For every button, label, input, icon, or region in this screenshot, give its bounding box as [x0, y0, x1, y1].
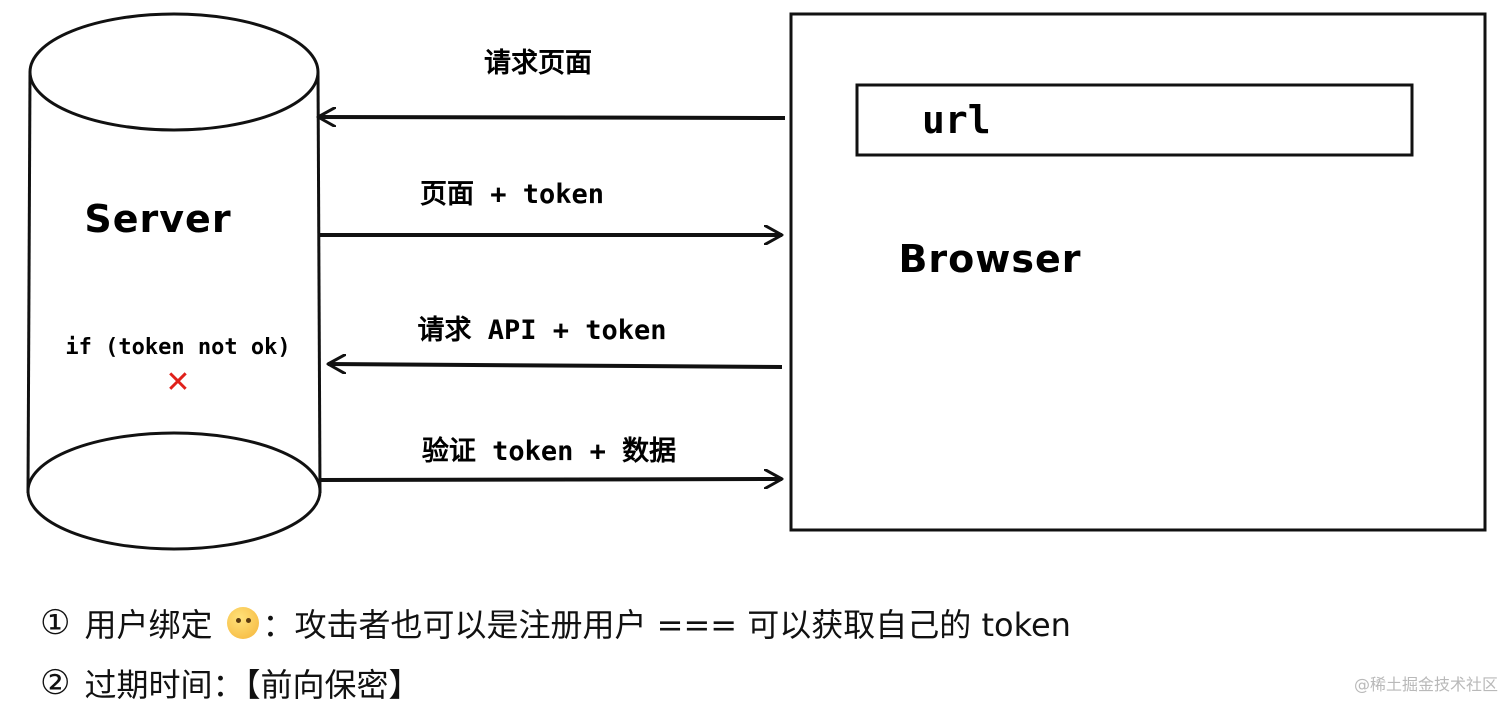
arrow-verify-data-label: 验证 token + 数据: [422, 435, 676, 467]
server-condition: if (token not ok): [65, 335, 290, 360]
note-2: ② 过期时间：【前向保密】: [40, 660, 421, 706]
arrow-request-page: [318, 117, 786, 118]
server-label: Server: [84, 197, 231, 241]
thinking-face-icon: [226, 607, 259, 639]
note-2-text: 过期时间：【前向保密】: [84, 666, 421, 704]
arrow-request-page-label: 请求页面: [484, 48, 592, 79]
note-1-number: ①: [40, 603, 71, 643]
watermark: @稀土掘金技术社区: [1353, 675, 1498, 694]
url-label: url: [922, 98, 991, 142]
browser-label: Browser: [898, 237, 1081, 281]
reject-mark: ✕: [165, 365, 190, 400]
note-2-number: ②: [40, 663, 71, 703]
cylinder-right-edge: [316, 71, 322, 494]
arrow-verify-data: [319, 479, 782, 480]
browser-window: [789, 12, 1487, 532]
cylinder-bottom: [26, 431, 322, 551]
note-1-text-before: 用户绑定: [84, 606, 213, 644]
cylinder-top: [28, 12, 320, 132]
arrow-request-api: [328, 364, 783, 367]
arrow-request-api-label: 请求 API + token: [417, 315, 666, 346]
note-1-text-after: ：攻击者也可以是注册用户 === 可以获取自己的 token: [262, 606, 1071, 644]
note-1: ① 用户绑定 ：攻击者也可以是注册用户 === 可以获取自己的 token: [40, 600, 1071, 646]
url-bar: [855, 83, 1414, 157]
cylinder-left-edge: [26, 71, 32, 494]
server-cylinder: [26, 12, 322, 551]
arrow-page-token-label: 页面 + token: [420, 179, 604, 210]
